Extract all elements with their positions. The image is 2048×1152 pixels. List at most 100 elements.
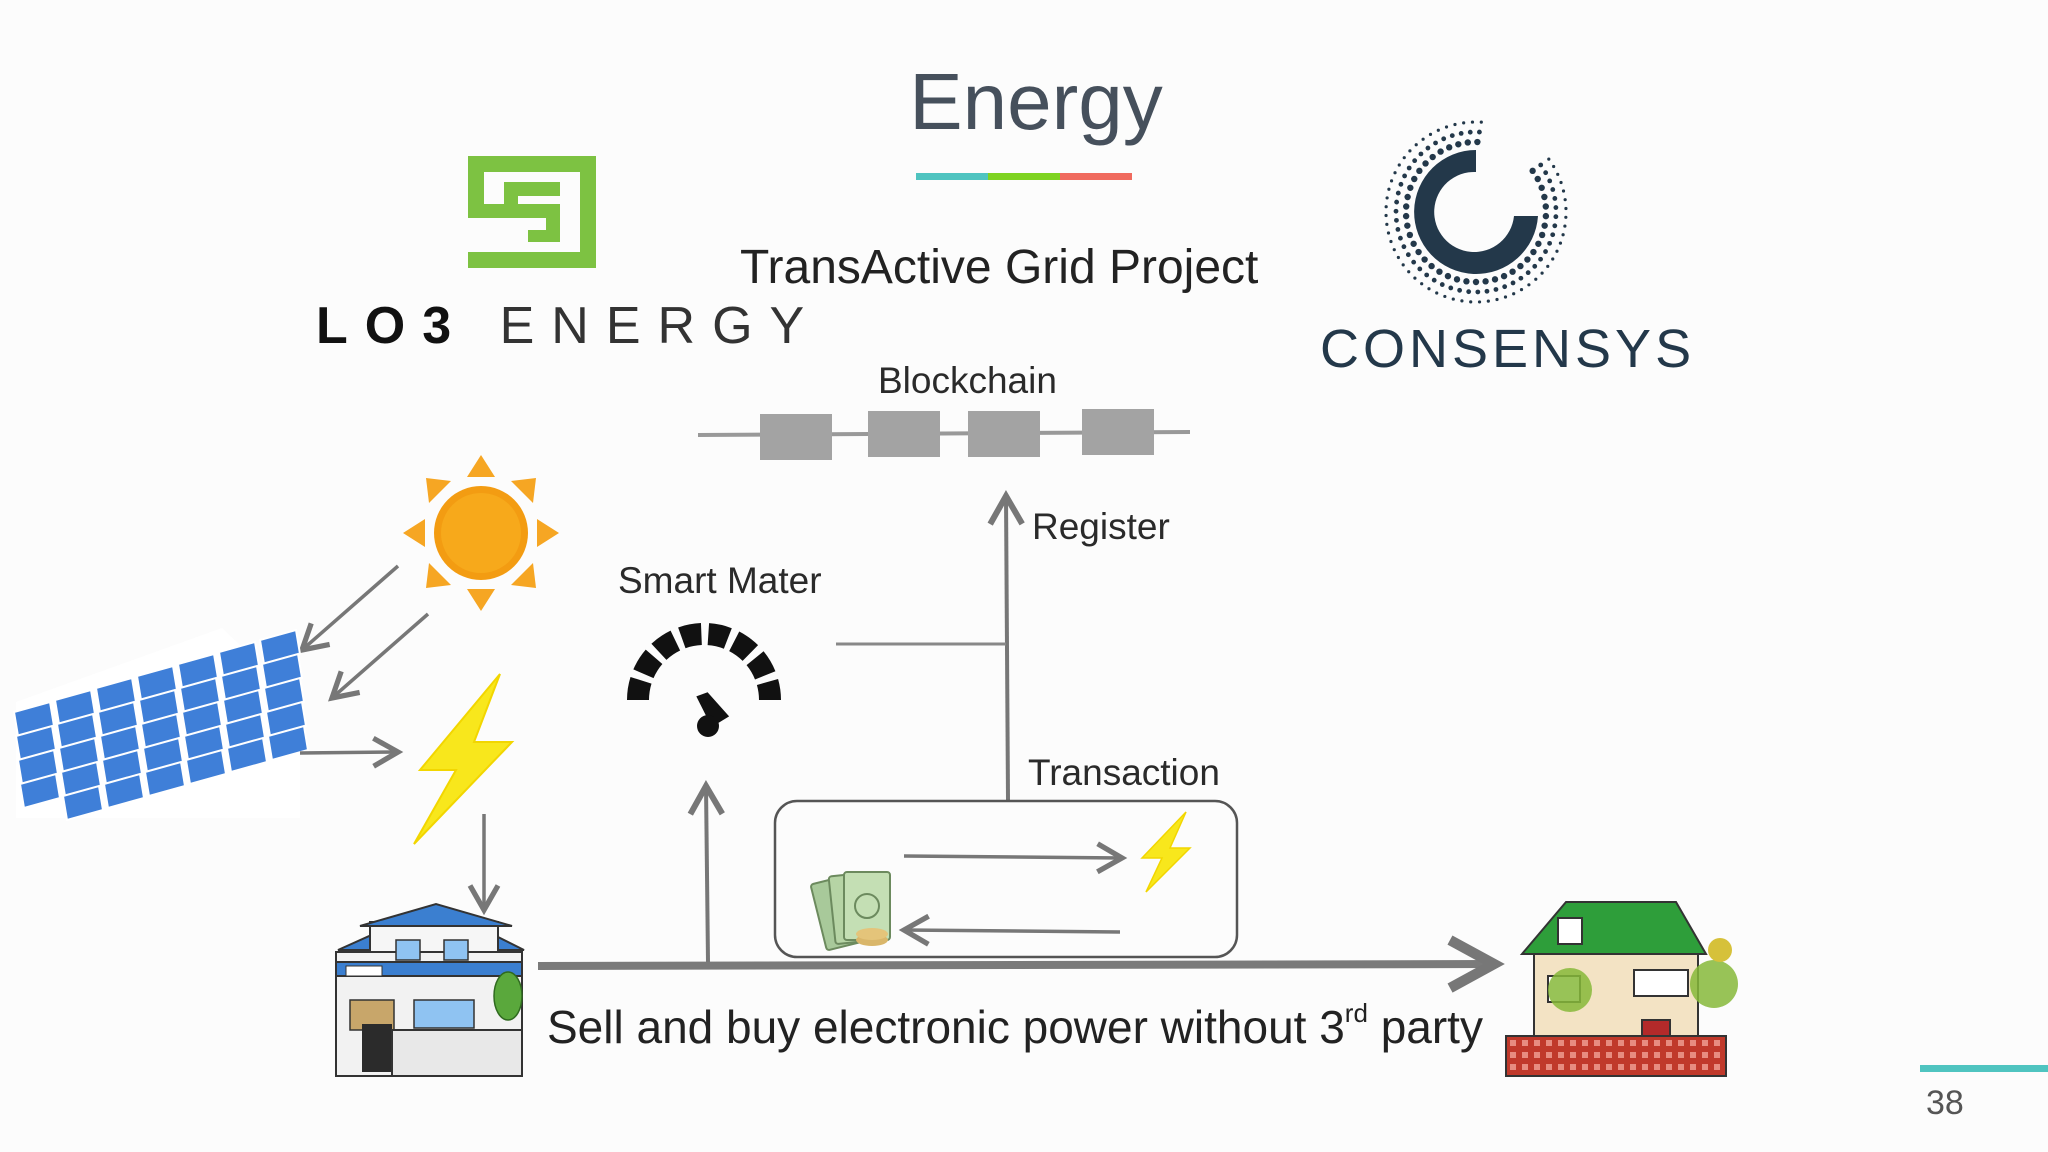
fence-dot — [1678, 1064, 1684, 1070]
consensys-logo-icon — [1384, 120, 1568, 304]
fence-dot — [1582, 1040, 1588, 1046]
fence-dot — [1522, 1052, 1528, 1058]
register-label: Register — [1032, 506, 1170, 547]
block-1 — [760, 414, 832, 460]
fence-dot — [1594, 1064, 1600, 1070]
fence-dot — [1570, 1064, 1576, 1070]
meter-icon — [627, 623, 781, 737]
caption-superscript: rd — [1344, 998, 1368, 1028]
title-underline — [916, 173, 1132, 180]
power-flow-arrow — [537, 935, 1505, 993]
solar-cell — [225, 736, 269, 774]
fence-dot — [1654, 1052, 1660, 1058]
fence-dot — [1666, 1052, 1672, 1058]
fence-dot — [1690, 1064, 1696, 1070]
solar-cell — [61, 784, 105, 822]
money-icon — [810, 871, 891, 951]
lo3-wordmark: LO3 ENERGY — [316, 296, 821, 356]
fence-dot — [1582, 1064, 1588, 1070]
fence-dot — [1534, 1040, 1540, 1046]
register-arrow — [987, 489, 1025, 801]
transaction-box — [773, 799, 1239, 959]
transaction-lightning-icon — [1140, 811, 1192, 893]
fence-dot — [1642, 1040, 1648, 1046]
blockchain-chain — [697, 409, 1191, 460]
fence-dot — [1594, 1052, 1600, 1058]
fence-dot — [1570, 1040, 1576, 1046]
lo3-bold-text: LO3 — [316, 297, 469, 355]
solar-cell — [184, 748, 228, 786]
sun-ray-arrow-1 — [298, 564, 400, 654]
project-title: TransActive Grid Project — [740, 241, 1259, 294]
fence-dot — [1630, 1064, 1636, 1070]
fence-dot — [1714, 1052, 1720, 1058]
fence-dot — [1570, 1052, 1576, 1058]
lo3-logo-icon — [468, 156, 596, 268]
fence-dot — [1714, 1040, 1720, 1046]
energy-return-arrow — [898, 913, 1121, 947]
green-house-icon — [1505, 901, 1738, 1077]
smart-meter-label: Smart Mater — [618, 560, 822, 601]
fence-dot — [1666, 1040, 1672, 1046]
sun-icon — [403, 455, 559, 611]
solar-panel-icon — [12, 628, 310, 822]
fence-dot — [1702, 1052, 1708, 1058]
fence-dot — [1654, 1040, 1660, 1046]
meter-input-arrow — [687, 779, 725, 963]
fence-dot — [1678, 1052, 1684, 1058]
page-number: 38 — [1926, 1084, 1964, 1122]
block-3 — [968, 411, 1040, 457]
fence-dot — [1558, 1064, 1564, 1070]
fence-dot — [1714, 1064, 1720, 1070]
fence-dot — [1690, 1040, 1696, 1046]
lo3-energy-text: ENERGY — [499, 297, 822, 355]
fence-dot — [1534, 1052, 1540, 1058]
block-2 — [868, 411, 940, 457]
fence-dot — [1702, 1064, 1708, 1070]
house-icon — [335, 902, 525, 1077]
fence-dot — [1618, 1052, 1624, 1058]
caption-main: Sell and buy electronic power without 3 — [547, 1001, 1345, 1053]
fence-dot — [1630, 1052, 1636, 1058]
blockchain-label: Blockchain — [878, 360, 1057, 401]
fence-dot — [1582, 1052, 1588, 1058]
fence-dot — [1522, 1040, 1528, 1046]
fence-dot — [1510, 1040, 1516, 1046]
sun-ray-arrow-2 — [328, 612, 430, 702]
fence-dot — [1654, 1064, 1660, 1070]
caption: Sell and buy electronic power without 3r… — [547, 998, 1483, 1054]
fence-dot — [1642, 1064, 1648, 1070]
page-number-accent — [1920, 1065, 2048, 1072]
fence-dot — [1606, 1040, 1612, 1046]
fence-dot — [1606, 1064, 1612, 1070]
consensys-wordmark: CONSENSYS — [1320, 319, 1696, 379]
fence-dot — [1546, 1064, 1552, 1070]
solar-cell — [102, 772, 146, 810]
fence-dot — [1618, 1064, 1624, 1070]
fence-dot — [1606, 1052, 1612, 1058]
fence-dot — [1534, 1064, 1540, 1070]
fence-dot — [1678, 1040, 1684, 1046]
fence-dot — [1618, 1040, 1624, 1046]
fence-dot — [1558, 1052, 1564, 1058]
fence-dot — [1690, 1052, 1696, 1058]
page-title: Energy — [909, 57, 1163, 146]
fence-dot — [1522, 1064, 1528, 1070]
fence-dot — [1642, 1052, 1648, 1058]
fence-dot — [1546, 1052, 1552, 1058]
transaction-label: Transaction — [1028, 752, 1220, 793]
caption-end: party — [1367, 1001, 1483, 1053]
fence-dot — [1546, 1040, 1552, 1046]
solar-cell — [143, 760, 187, 798]
fence-dot — [1630, 1040, 1636, 1046]
lightning-icon — [413, 673, 515, 845]
payment-arrow — [903, 841, 1128, 875]
block-4 — [1082, 409, 1154, 455]
fence-dot — [1702, 1040, 1708, 1046]
fence-dot — [1558, 1040, 1564, 1046]
fence-dot — [1594, 1040, 1600, 1046]
fence-dot — [1510, 1052, 1516, 1058]
solar-cell — [18, 772, 62, 810]
fence-dot — [1666, 1064, 1672, 1070]
